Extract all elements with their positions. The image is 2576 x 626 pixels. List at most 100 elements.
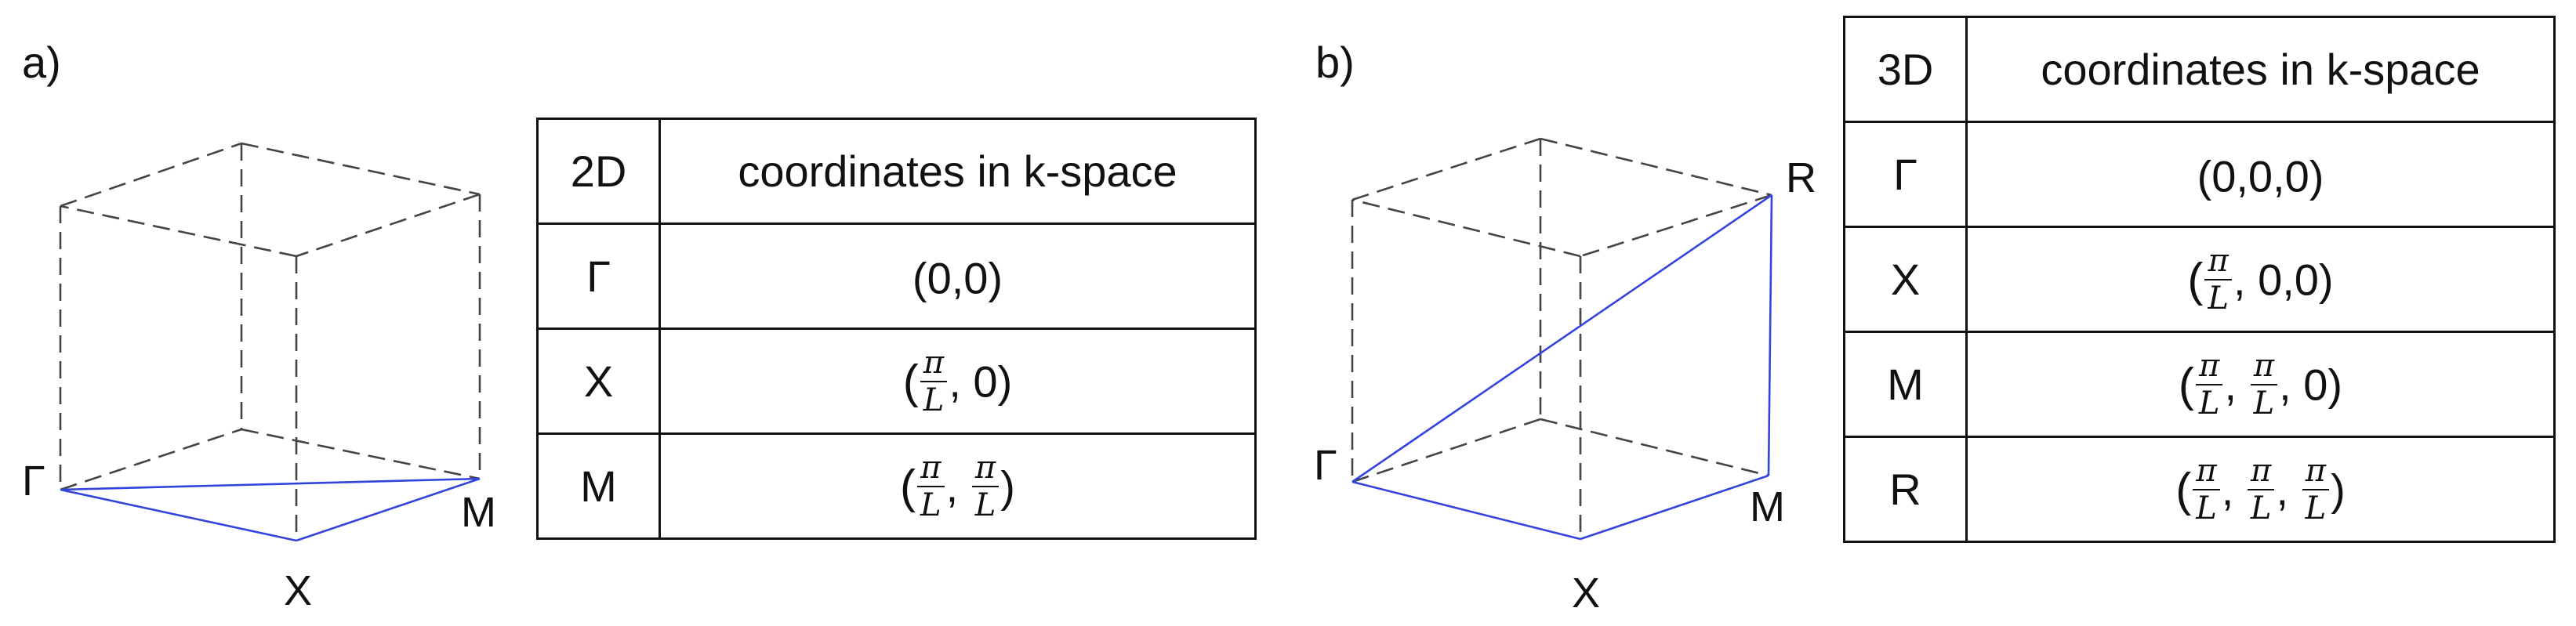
coordinate-prefix: (0,0) <box>912 253 1003 303</box>
symmetry-point: Γ <box>536 223 661 330</box>
cube-a-edge <box>60 204 297 258</box>
fraction-numerator: π <box>2250 350 2278 385</box>
fraction-denominator: L <box>2198 385 2220 422</box>
fraction-numerator: π <box>971 452 1000 487</box>
symmetry-point: X <box>1843 226 1968 333</box>
cube-b-edge <box>1580 194 1772 258</box>
coordinate-cell: (0,0) <box>659 223 1257 330</box>
fraction-denominator: L <box>974 487 996 523</box>
panel-b-label: b) <box>1315 38 1355 87</box>
cube-b-edge <box>1351 418 1541 483</box>
coordinate-separator: , <box>2224 360 2249 409</box>
coordinate-suffix: ) <box>1000 461 1015 511</box>
cube-a-edge <box>60 428 242 491</box>
cube-b-path <box>1580 474 1769 541</box>
coordinate-suffix: ) <box>2331 465 2346 514</box>
cube-b-path <box>1351 194 1772 483</box>
coordinate-separator: , <box>2276 465 2301 514</box>
cube-b-edge <box>1351 198 1581 258</box>
table-row: Γ (0,0,0) <box>1843 121 2556 228</box>
cube-a-edge <box>241 142 481 196</box>
fraction-denominator: L <box>2208 280 2229 317</box>
coordinate-separator: , <box>945 461 971 511</box>
cube-a-path <box>60 477 481 491</box>
point-gamma-a: Γ <box>22 458 45 505</box>
cube-b-path <box>1767 194 1773 476</box>
cube-a-edge <box>296 193 481 258</box>
symmetry-point: R <box>1843 436 1968 543</box>
header-dimension: 2D <box>536 118 661 225</box>
coordinate-prefix: ( <box>2178 358 2194 411</box>
point-r-b: R <box>1786 154 1816 201</box>
coordinate-prefix: ( <box>2187 253 2204 306</box>
symmetry-point: M <box>1843 331 1968 438</box>
fraction-numerator: π <box>2247 455 2275 490</box>
coordinate-prefix: ( <box>900 460 916 512</box>
fraction-numerator: π <box>920 347 948 382</box>
point-m-b: M <box>1750 483 1785 530</box>
point-x-a: X <box>284 567 312 614</box>
fraction-denominator: L <box>920 487 942 523</box>
coordinate-prefix: ( <box>902 355 919 407</box>
coordinate-suffix: , 0) <box>2279 360 2343 409</box>
fraction-numerator: π <box>2193 455 2220 490</box>
fraction-numerator: π <box>2195 350 2223 385</box>
fraction-denominator: L <box>2253 385 2275 422</box>
symmetry-point: M <box>536 432 661 540</box>
cube-b: Γ X M R <box>1314 137 1816 617</box>
cube-b-path <box>1351 480 1581 541</box>
point-m-a: M <box>461 489 496 536</box>
point-gamma-b: Γ <box>1314 442 1337 489</box>
coordinate-suffix: , 0) <box>949 356 1013 406</box>
header-coordinates: coordinates in k-space <box>1965 16 2556 123</box>
header-coordinates: coordinates in k-space <box>659 118 1257 225</box>
table-row: Γ (0,0) <box>536 223 1257 330</box>
fraction-denominator: L <box>2250 490 2272 526</box>
coordinate-prefix: (0,0,0) <box>2197 151 2324 201</box>
fraction-denominator: L <box>923 382 945 418</box>
coordinate-prefix: ( <box>2175 463 2192 516</box>
cube-b-edge <box>1540 137 1772 197</box>
cube-a-edge <box>241 428 481 480</box>
cube-a-path <box>296 477 481 542</box>
symmetry-point: Γ <box>1843 121 1968 228</box>
fraction-numerator: π <box>917 452 945 487</box>
coordinate-suffix: , 0,0) <box>2233 255 2334 304</box>
point-x-b: X <box>1572 570 1600 617</box>
cube-b-edge <box>1540 418 1769 477</box>
header-dimension: 3D <box>1843 16 1968 123</box>
coordinate-separator: , <box>2221 465 2246 514</box>
cube-a-path <box>60 488 297 542</box>
fraction-numerator: π <box>2204 245 2232 280</box>
fraction-denominator: L <box>2305 490 2327 526</box>
cube-a-edge <box>60 142 242 208</box>
symmetry-point: X <box>536 327 661 435</box>
coordinate-cell: (0,0,0) <box>1965 121 2556 228</box>
cube-b-edge <box>1351 137 1541 201</box>
